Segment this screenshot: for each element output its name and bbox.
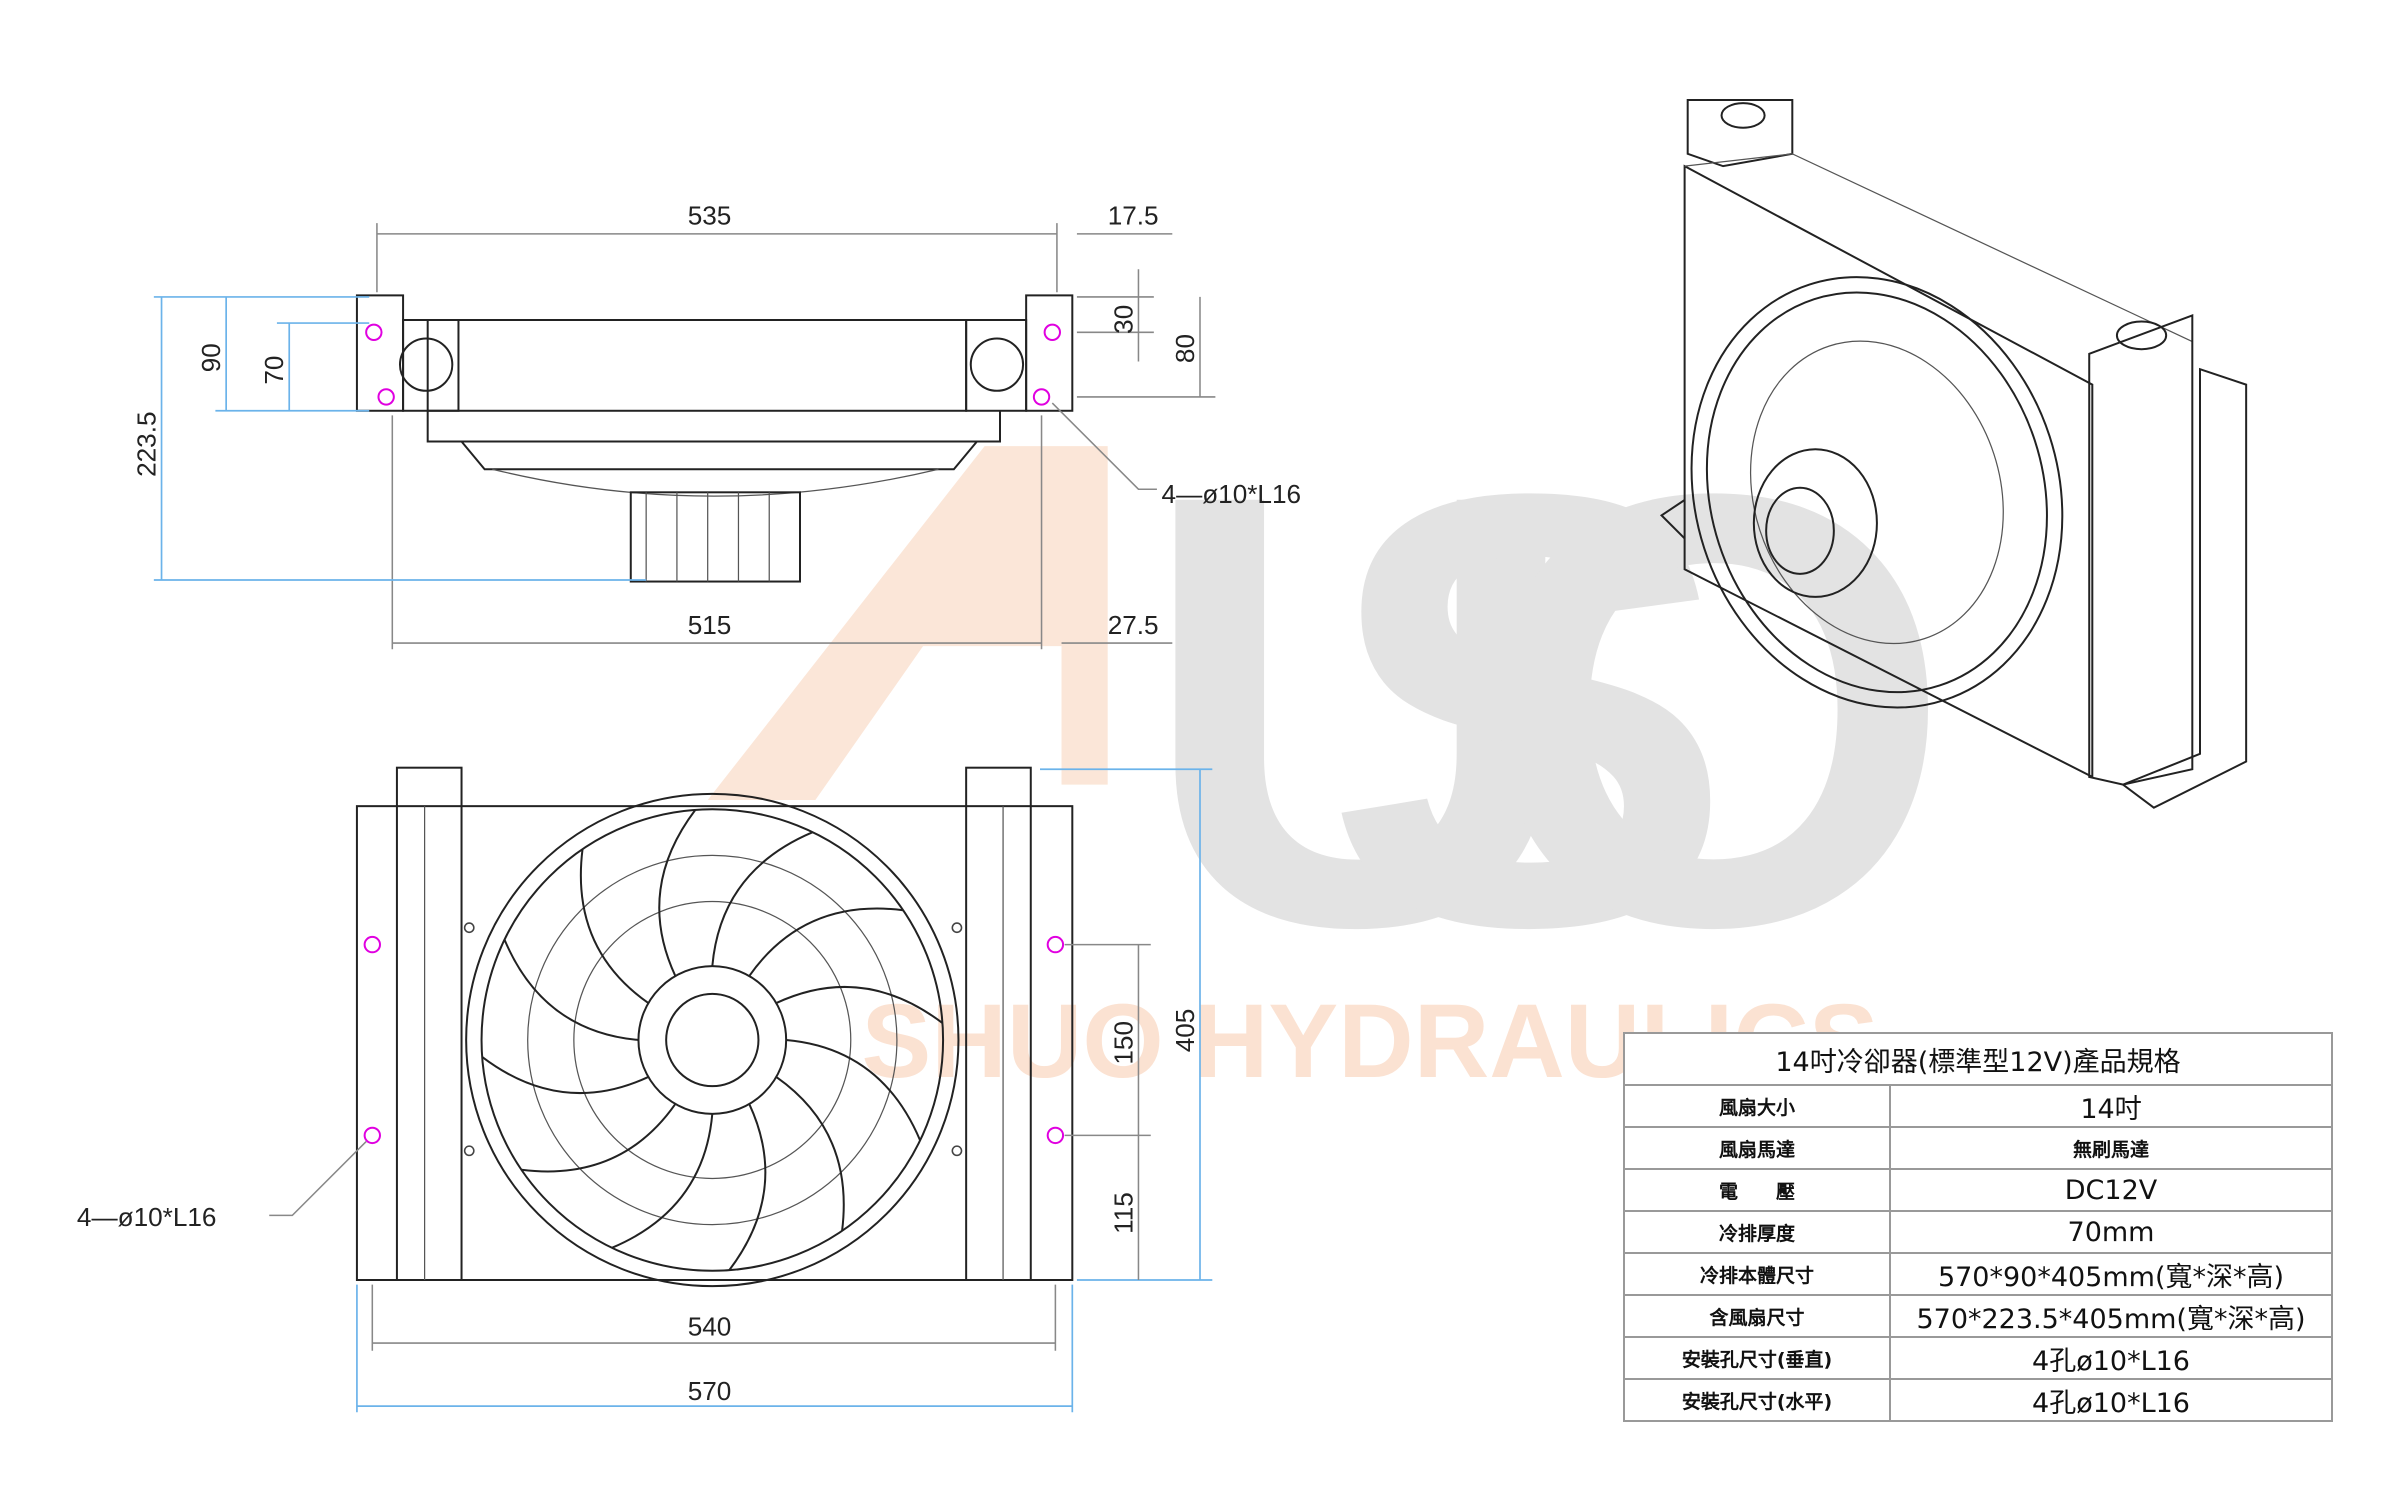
- spec-label: 電 壓: [1623, 1168, 1891, 1212]
- dim-540: 540: [688, 1311, 732, 1341]
- fan-blade: [579, 849, 649, 1004]
- dim-27-5: 27.5: [1108, 610, 1159, 640]
- mount-hole-markers-top: [365, 323, 1061, 406]
- spec-label: 風扇馬達: [1623, 1126, 1891, 1170]
- spec-value: 4孔ø10*L16: [1889, 1336, 2333, 1380]
- spec-label: 冷排厚度: [1623, 1210, 1891, 1254]
- spec-value: 14吋: [1889, 1084, 2333, 1128]
- dim-223-5: 223.5: [131, 412, 161, 477]
- dim-535: 535: [688, 201, 732, 231]
- fan-blade: [658, 809, 697, 977]
- spec-value: DC12V: [1889, 1168, 2333, 1212]
- table-row: 安裝孔尺寸(垂直)4孔ø10*L16: [1623, 1336, 2333, 1380]
- dim-80: 80: [1170, 334, 1200, 363]
- table-row: 風扇馬達無刷馬達: [1623, 1126, 2333, 1170]
- dim-515: 515: [688, 610, 732, 640]
- dim-405: 405: [1170, 1009, 1200, 1053]
- spec-value: 無刷馬達: [1889, 1126, 2333, 1170]
- spec-label: 風扇大小: [1623, 1084, 1891, 1128]
- dim-570: 570: [688, 1376, 732, 1406]
- fan-blade: [611, 1113, 714, 1249]
- hole-note-front: 4—ø10*L16: [77, 1202, 217, 1232]
- fan-blade: [775, 986, 944, 1024]
- hole-note-top: 4—ø10*L16: [1162, 479, 1302, 509]
- fan-blade: [748, 907, 904, 977]
- spec-value: 570*223.5*405mm(寬*深*高): [1889, 1294, 2333, 1338]
- spec-label: 冷排本體尺寸: [1623, 1252, 1891, 1296]
- spec-value: 4孔ø10*L16: [1889, 1378, 2333, 1422]
- fan-blade: [521, 1103, 677, 1173]
- dim-70: 70: [259, 356, 289, 385]
- spec-table-title: 14吋冷卻器(標準型12V)產品規格: [1623, 1032, 2333, 1086]
- dim-115: 115: [1108, 1192, 1138, 1234]
- dim-90: 90: [196, 343, 226, 372]
- front-view: 540 570 405 150 115 4—ø10*L16: [77, 766, 1213, 1413]
- fan-blade: [711, 831, 814, 967]
- top-view: 535 17.5 515 27.5 30 80 90 70 223.5 4—ø1…: [131, 201, 1301, 650]
- watermark-logo: USO: [1138, 367, 1953, 1054]
- table-row: 安裝孔尺寸(水平)4孔ø10*L16: [1623, 1378, 2333, 1422]
- fan-blade: [728, 1103, 767, 1271]
- fan-blades: [481, 809, 944, 1271]
- spec-value: 570*90*405mm(寬*深*高): [1889, 1252, 2333, 1296]
- dim-150: 150: [1108, 1021, 1138, 1065]
- spec-label: 含風扇尺寸: [1623, 1294, 1891, 1338]
- fan-blade: [775, 1076, 845, 1231]
- spec-value: 70mm: [1889, 1210, 2333, 1254]
- fan-blade: [503, 939, 639, 1041]
- spec-label: 安裝孔尺寸(水平): [1623, 1378, 1891, 1422]
- spec-label: 安裝孔尺寸(垂直): [1623, 1336, 1891, 1380]
- dim-30: 30: [1108, 305, 1138, 334]
- watermark-logo-mark: [707, 446, 1108, 800]
- isometric-view: [1659, 99, 2248, 809]
- fan-blade: [786, 1039, 922, 1141]
- mount-hole-markers-front: [363, 935, 1065, 1145]
- dim-17-5: 17.5: [1108, 201, 1159, 231]
- fan-blade: [481, 1056, 649, 1094]
